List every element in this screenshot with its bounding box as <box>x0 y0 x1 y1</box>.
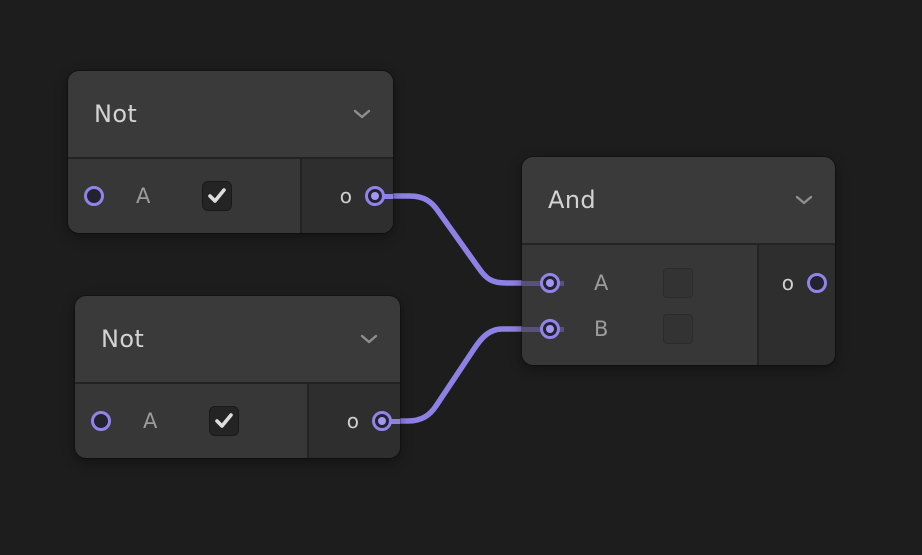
output-label: o <box>339 184 352 208</box>
node-header[interactable]: Not <box>68 71 393 157</box>
input-port-a[interactable] <box>540 273 560 293</box>
node-body: A o <box>68 157 393 233</box>
chevron-down-icon[interactable] <box>795 195 813 205</box>
output-column: o <box>757 245 835 365</box>
output-column: o <box>307 384 400 458</box>
port-dot <box>546 279 554 287</box>
wire-not1-out-to-and-a[interactable] <box>372 193 553 286</box>
checkmark-icon <box>208 188 227 203</box>
input-label-b: B <box>594 317 609 341</box>
node-not-2[interactable]: Not A o <box>75 296 400 458</box>
checkbox-b[interactable] <box>663 314 694 344</box>
output-label: o <box>781 271 794 295</box>
output-label: o <box>346 409 359 433</box>
checkbox-a[interactable] <box>209 406 240 436</box>
chevron-down-icon[interactable] <box>360 334 378 344</box>
chevron-down-icon[interactable] <box>353 109 371 119</box>
node-title: Not <box>101 325 145 353</box>
port-dot <box>378 417 386 425</box>
input-port-b[interactable] <box>540 319 560 339</box>
port-dot <box>371 192 379 200</box>
node-body: A o <box>75 382 400 458</box>
output-column: o <box>300 159 393 233</box>
node-title: Not <box>94 100 138 128</box>
port-dot <box>546 325 554 333</box>
output-row: o <box>759 260 835 306</box>
checkmark-icon <box>215 413 234 428</box>
node-and[interactable]: And A B <box>522 157 835 365</box>
node-header[interactable]: Not <box>75 296 400 382</box>
output-port[interactable] <box>365 186 385 206</box>
output-port[interactable] <box>372 411 392 431</box>
input-label-a: A <box>136 184 151 208</box>
node-not-1[interactable]: Not A o <box>68 71 393 233</box>
node-title: And <box>548 186 597 214</box>
checkbox-a[interactable] <box>663 268 694 298</box>
output-row: o <box>309 384 400 458</box>
input-row-a: A <box>68 159 300 233</box>
node-header[interactable]: And <box>522 157 835 243</box>
checkbox-a[interactable] <box>202 181 233 211</box>
output-row: o <box>302 159 393 233</box>
input-port-a[interactable] <box>84 186 104 206</box>
input-port-a[interactable] <box>91 411 111 431</box>
input-label-a: A <box>143 409 158 433</box>
input-row-b: B <box>522 306 757 352</box>
output-port[interactable] <box>807 273 827 293</box>
node-body: A B o <box>522 243 835 365</box>
wire-not2-out-to-and-b[interactable] <box>379 326 553 424</box>
input-row-a: A <box>75 384 307 458</box>
input-row-a: A <box>522 260 757 306</box>
input-label-a: A <box>594 271 609 295</box>
